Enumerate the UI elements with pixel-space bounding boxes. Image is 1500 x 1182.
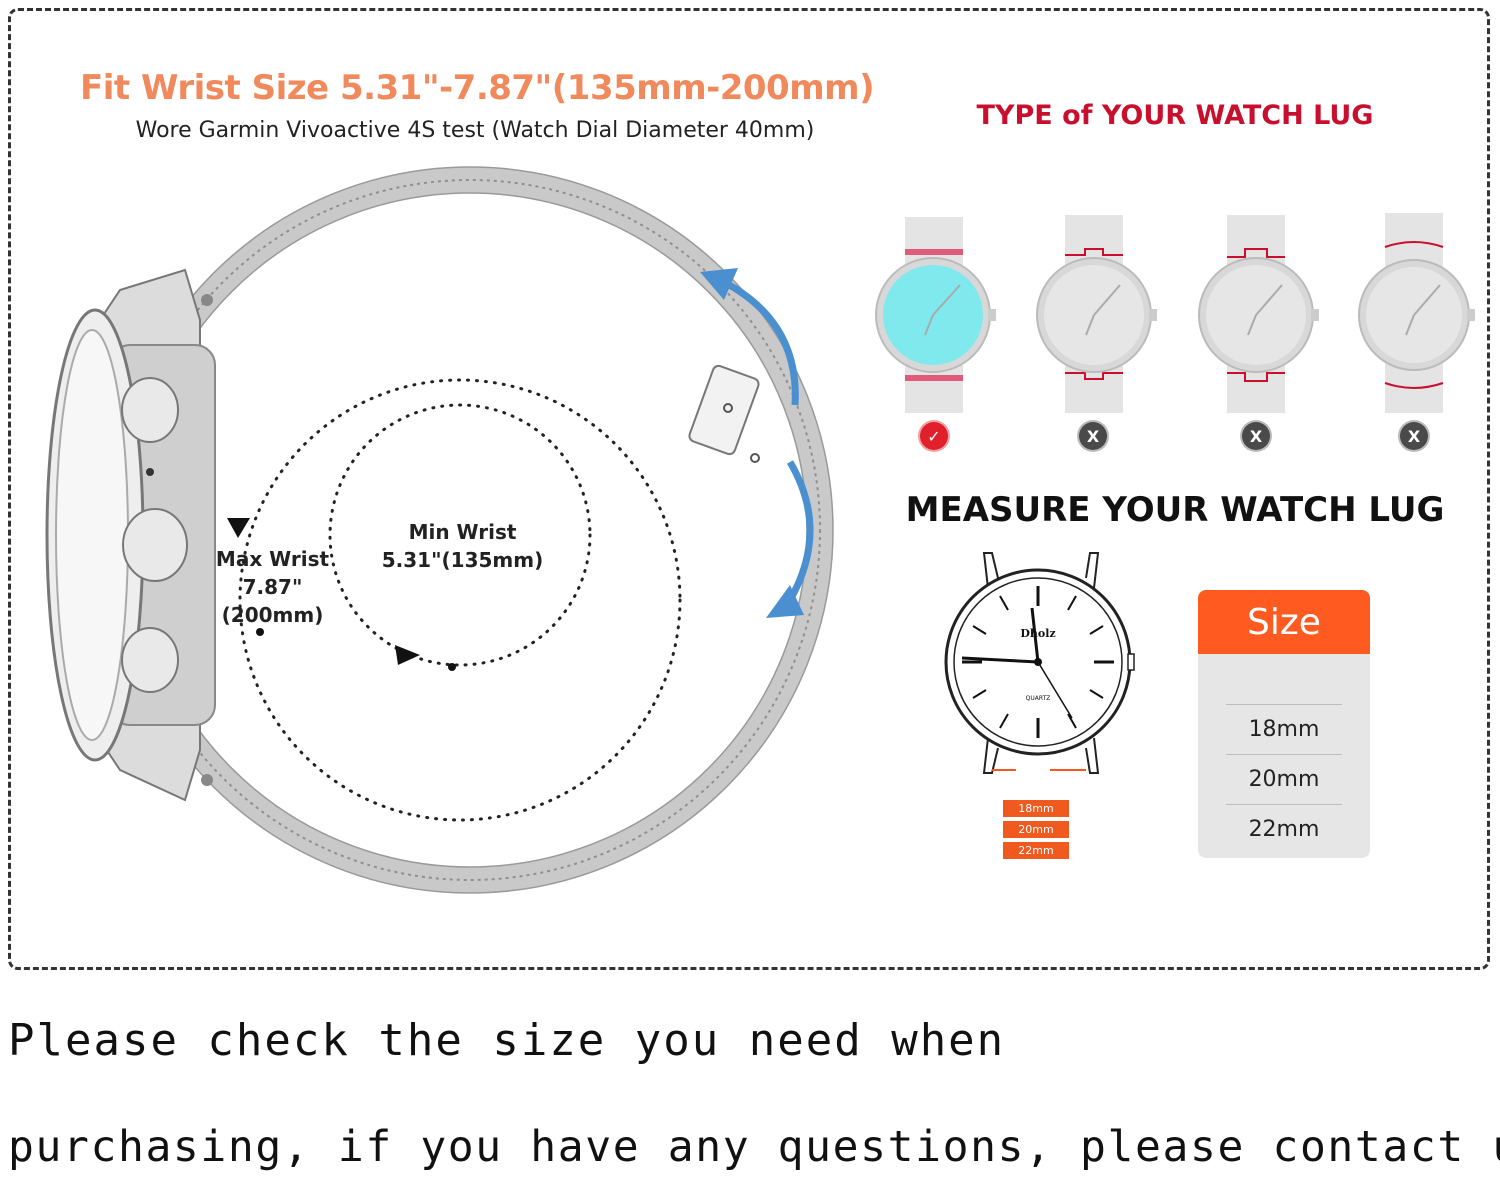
- max-wrist-circle: [238, 378, 682, 822]
- blue-arrow-up: [718, 276, 799, 406]
- size-row-18mm: 18mm: [1226, 704, 1342, 754]
- dashed-frame: [8, 8, 1490, 970]
- blue-arrow-down: [786, 460, 814, 602]
- pill-20mm: 20mm: [1003, 821, 1069, 838]
- max-wrist-line1: Max Wrist: [215, 547, 330, 571]
- pill-18mm: 18mm: [1003, 800, 1069, 817]
- measure-lug-title: MEASURE YOUR WATCH LUG: [905, 490, 1445, 530]
- watch-button-bottom: [121, 627, 179, 693]
- max-wrist-line3: (200mm): [221, 603, 324, 627]
- max-wrist-line2: 7.87": [242, 575, 303, 599]
- lug-type-watch-4: [1358, 213, 1475, 413]
- min-wrist-line1: Min Wrist: [408, 520, 517, 544]
- lug-type-3-x-icon: X: [1242, 422, 1270, 450]
- min-wrist-arrowhead: [395, 645, 420, 665]
- watch-strap-illustration: [45, 166, 834, 894]
- fit-wrist-title: Fit Wrist Size 5.31"-7.87"(135mm-200mm): [80, 68, 875, 108]
- lug-type-2-x-icon: X: [1079, 422, 1107, 450]
- watch-brand-text: Dholz: [1020, 627, 1055, 640]
- lug-type-watch-2: [1036, 215, 1157, 413]
- fit-wrist-subtitle: Wore Garmin Vivoactive 4S test (Watch Di…: [135, 118, 815, 143]
- size-table: Size 18mm 20mm 22mm: [1198, 590, 1370, 858]
- min-wrist-label: Min Wrist 5.31"(135mm): [380, 518, 545, 574]
- measure-watch-diagram: Dholz QUARTZ: [944, 552, 1135, 774]
- lug-type-1-check-icon: ✓: [920, 422, 948, 450]
- min-wrist-line2: 5.31"(135mm): [381, 548, 544, 572]
- crown-icon: [1127, 653, 1135, 671]
- max-wrist-arrowhead: [227, 518, 250, 538]
- watch-button-top: [121, 377, 179, 443]
- lug-width-pills: 18mm 20mm 22mm: [1003, 800, 1069, 863]
- size-table-header: Size: [1198, 590, 1370, 654]
- pill-22mm: 22mm: [1003, 842, 1069, 859]
- lug-type-title: TYPE of YOUR WATCH LUG: [976, 100, 1374, 131]
- lug-type-4-x-icon: X: [1400, 422, 1428, 450]
- lug-type-watch-3: [1198, 215, 1319, 413]
- lug-type-watch-1: [875, 217, 996, 413]
- footer-line-1: Please check the size you need when: [8, 1015, 1006, 1066]
- size-row-20mm: 20mm: [1226, 754, 1342, 804]
- lug-type-watches: [875, 213, 1475, 413]
- footer-line-2: purchasing, if you have any questions, p…: [8, 1122, 1500, 1172]
- size-row-22mm: 22mm: [1226, 804, 1342, 854]
- min-wrist-circle: [328, 403, 592, 667]
- max-wrist-label: Max Wrist 7.87" (200mm): [215, 545, 330, 629]
- watch-quartz-text: QUARTZ: [1026, 695, 1051, 702]
- watch-button-middle: [122, 508, 188, 582]
